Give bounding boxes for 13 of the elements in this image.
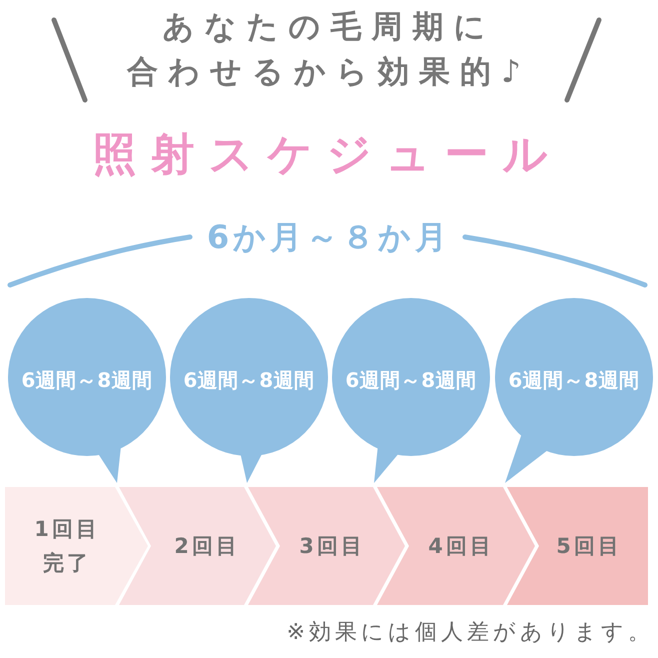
step-label: 4回目 <box>428 533 494 560</box>
interval-text: 6週間～8週間 <box>345 368 477 392</box>
heading-text: あなたの毛周期に合わせるから効果的♪ <box>126 8 532 92</box>
step-label: 3回目 <box>299 533 365 560</box>
step-label: 2回目 <box>174 533 240 560</box>
interval-text: 6週間～8週間 <box>508 368 640 392</box>
step-label: 1回目完了 <box>33 516 101 577</box>
footnote-text: ※効果には個人差があります。 <box>286 620 654 646</box>
title: 照射スケジュール <box>92 130 562 180</box>
interval-text: 6週間～8週間 <box>183 368 315 392</box>
interval-text: 6週間～8週間 <box>21 368 153 392</box>
duration-label: 6か月～８か月 <box>206 218 452 256</box>
step-label: 5回目 <box>556 533 622 560</box>
